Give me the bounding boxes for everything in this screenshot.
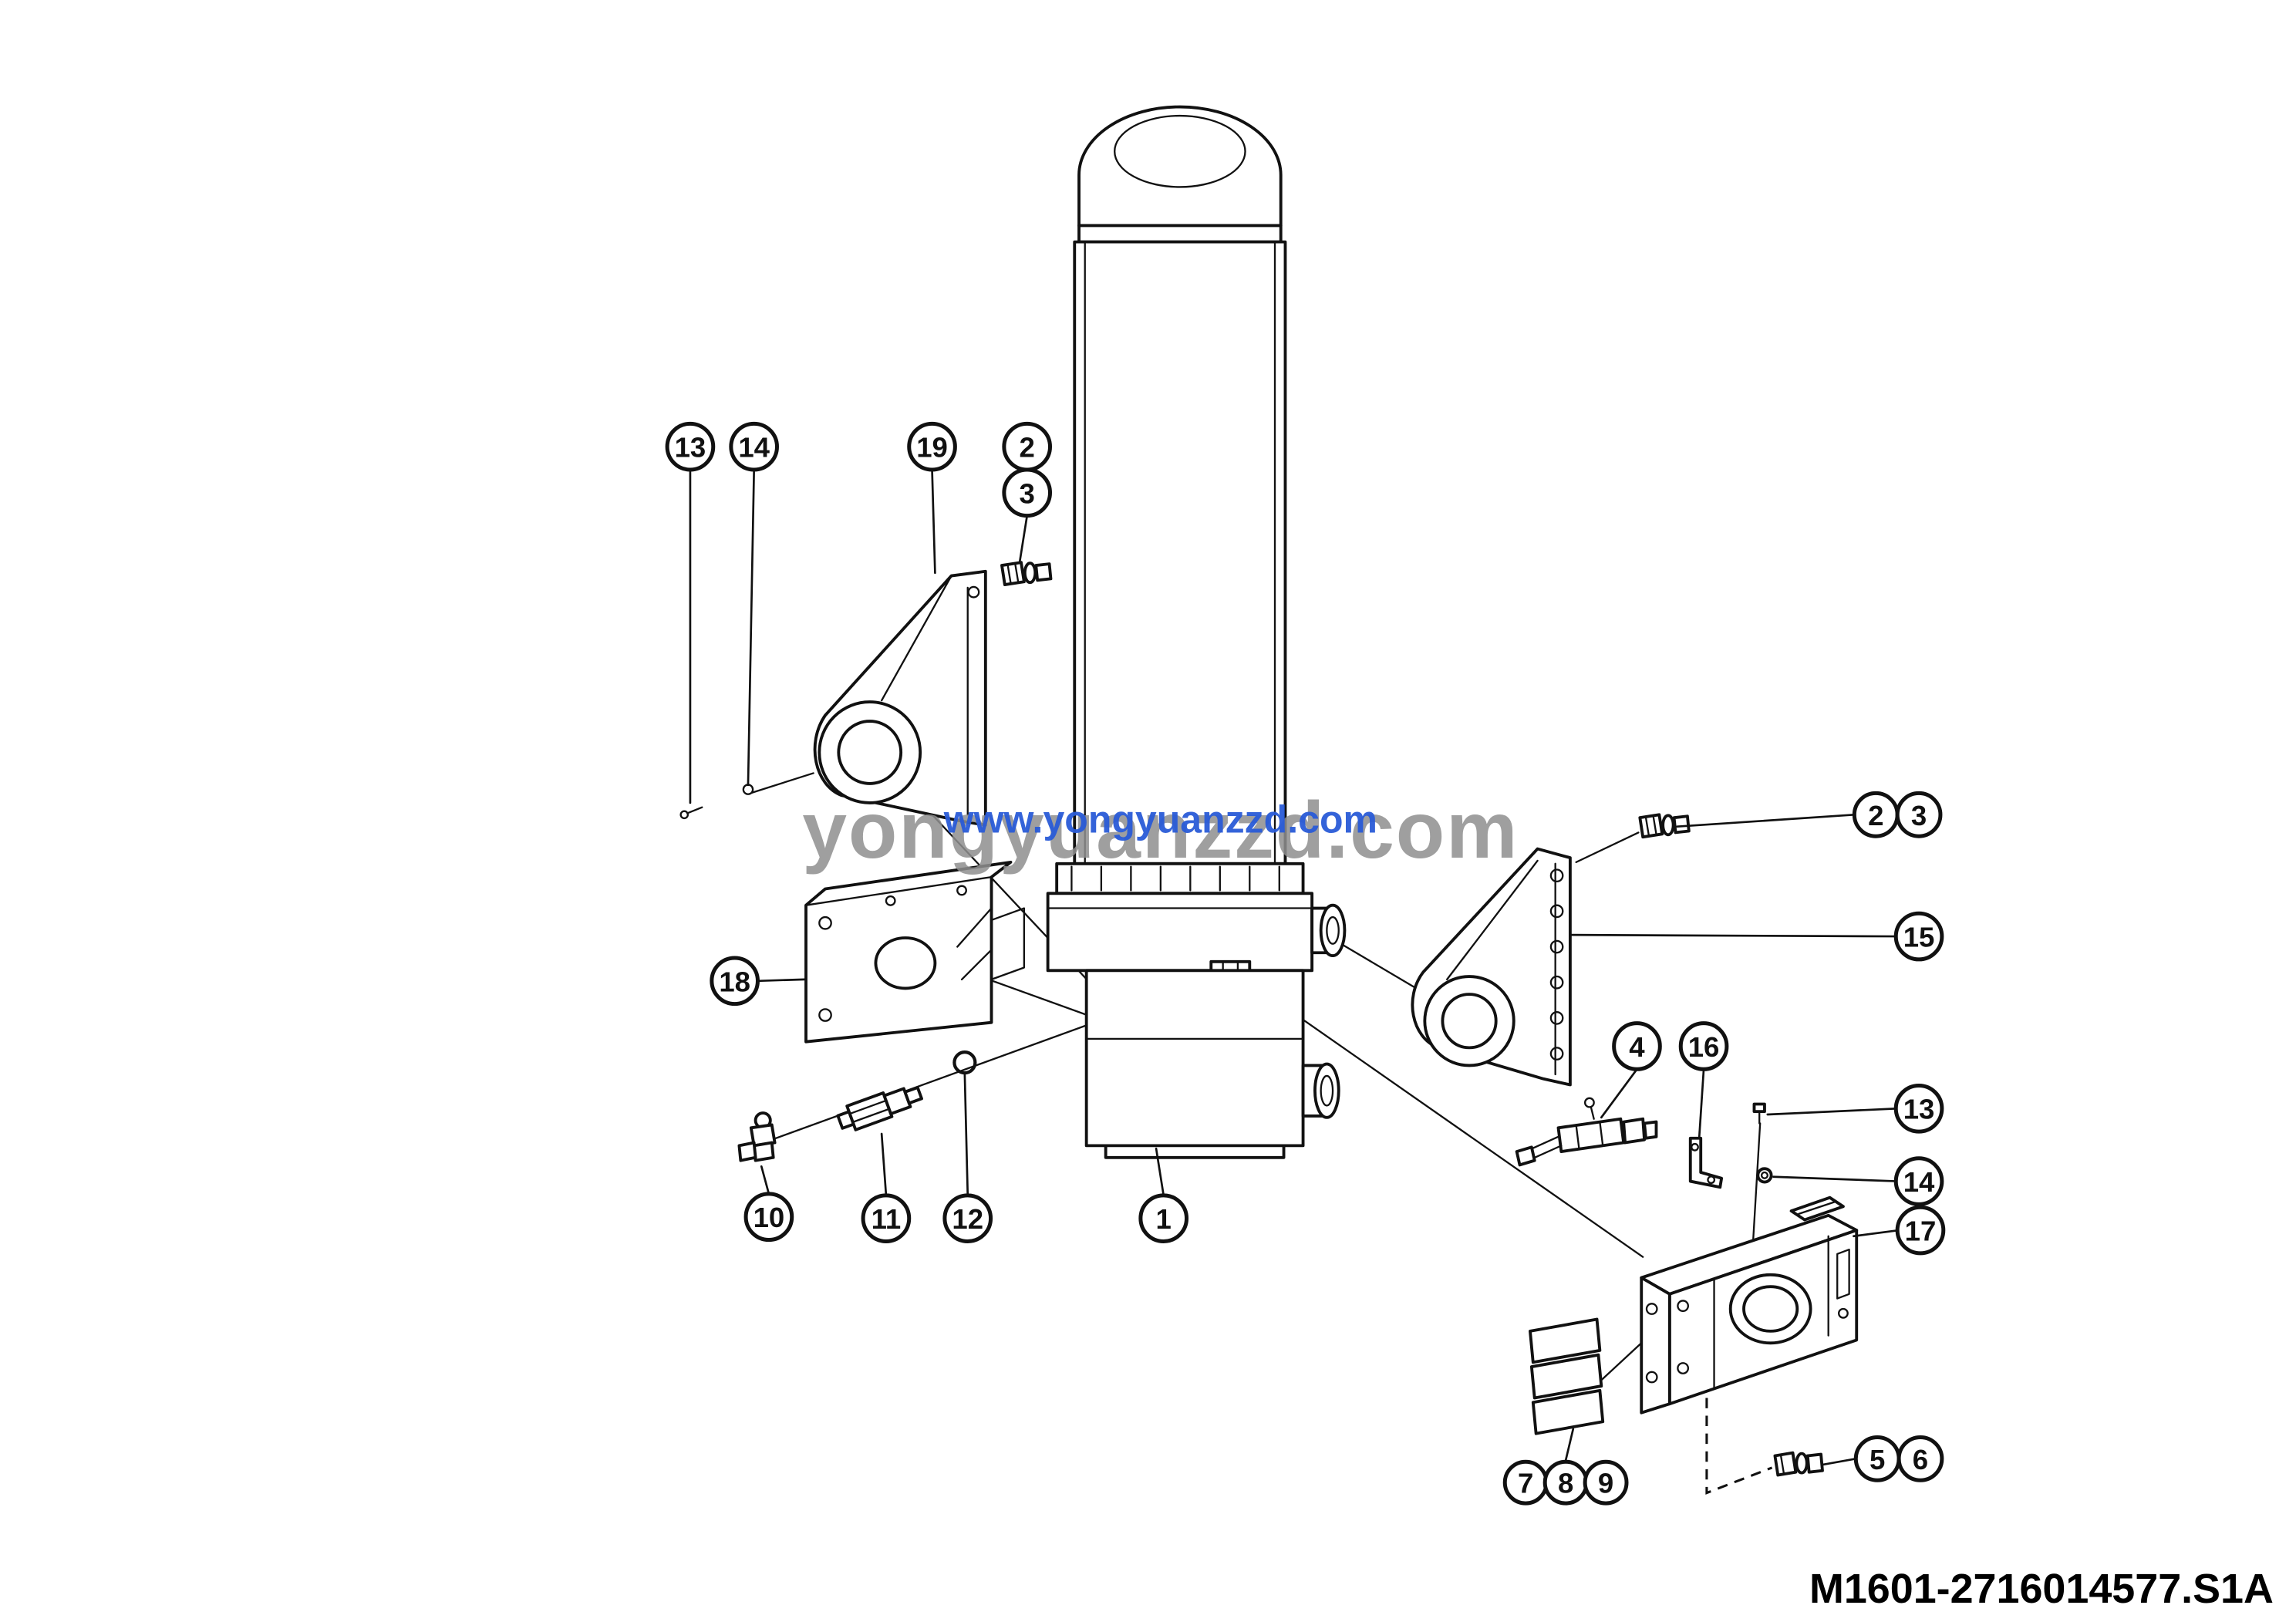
svg-text:14: 14 [738,432,770,464]
svg-text:8: 8 [1558,1468,1573,1499]
callout-6: 6 [1896,1435,1944,1482]
gland-ring [1055,862,1305,895]
svg-text:10: 10 [754,1202,785,1233]
bracket-16-strip [1688,1136,1724,1189]
callout-4: 4 [1612,1021,1662,1071]
svg-text:7: 7 [1518,1468,1533,1499]
bracket-top-tab [1789,1195,1845,1222]
straight-fitting [836,1086,923,1131]
watermark-large-text: yongyuanzzd.com [802,786,1519,875]
o-ring [952,1050,977,1075]
cylinder-tube [1073,240,1287,865]
svg-text:19: 19 [916,432,948,464]
svg-text:2: 2 [1020,432,1035,464]
svg-text:1: 1 [1156,1203,1172,1235]
bolt-set-bottom [1773,1451,1824,1477]
callout-5: 5 [1853,1435,1901,1482]
svg-text:13: 13 [1903,1094,1935,1125]
callout-11: 11 [861,1193,912,1243]
screw-14-right [1756,1167,1773,1184]
bracket-upper-left [813,569,987,827]
bracket-hole-row [1549,868,1564,1061]
callout-19: 19 [907,421,957,472]
cylinder-bottom-cap [1104,1144,1286,1159]
shim-plates [1529,1317,1605,1435]
callout-7: 7 [1502,1459,1549,1506]
mount-bracket-left [804,860,1025,1044]
drawing-number: M1601-2716014577.S1A [1809,1566,2274,1612]
leader-lines [689,468,1900,1466]
callout-balloons: 13 14 19 2 3 2 3 15 [665,421,1946,1506]
callout-12: 12 [942,1193,993,1243]
hydraulic-cylinder [1046,105,1347,1159]
screw-13-right [1752,1102,1766,1125]
callout-16: 16 [1678,1021,1729,1071]
callout-3-top: 3 [1002,467,1053,518]
cylinder-cap-band [1077,224,1283,244]
callout-13-topleft: 13 [665,421,716,472]
cylinder-dome-highlight [1114,114,1246,188]
svg-text:17: 17 [1905,1216,1937,1247]
svg-text:13: 13 [675,432,706,464]
valve-lever-end [1515,1145,1536,1167]
watermark-small-text: www.yongyuanzzd.com [943,798,1377,841]
svg-text:4: 4 [1629,1031,1645,1063]
svg-text:12: 12 [952,1203,983,1235]
callout-17: 17 [1895,1205,1946,1256]
lower-right-port [1301,1062,1340,1119]
callout-1: 1 [1138,1193,1189,1243]
screw-13-left [679,806,703,820]
svg-text:3: 3 [1911,800,1927,831]
upper-right-port [1310,903,1347,958]
callout-2-right: 2 [1852,791,1900,838]
screw-14-left [742,784,754,795]
valve-assembly [1515,1097,1658,1167]
callout-2-top: 2 [1002,421,1053,472]
svg-text:14: 14 [1903,1166,1935,1198]
svg-text:5: 5 [1870,1444,1885,1475]
svg-text:9: 9 [1598,1468,1613,1499]
bracket-bore [874,936,937,990]
callout-8: 8 [1542,1459,1589,1506]
callout-13-right: 13 [1893,1083,1944,1134]
svg-text:11: 11 [872,1203,902,1235]
callout-9: 9 [1583,1459,1629,1506]
callout-10: 10 [743,1192,794,1243]
mount-bracket-right [1640,1195,1859,1415]
bracket-left-face [1640,1276,1671,1415]
svg-text:16: 16 [1688,1031,1720,1063]
svg-text:2: 2 [1868,800,1883,831]
valve-pin [1583,1097,1595,1108]
bracket-upper-right [1411,847,1572,1087]
bracket-boss-bore [837,720,903,785]
callout-14-right: 14 [1893,1156,1944,1206]
svg-text:3: 3 [1020,477,1035,509]
elbow-fitting [737,1111,777,1162]
cylinder-head-block [1046,892,1314,973]
bracket-boss-bore [1441,993,1498,1050]
callout-3-right: 3 [1895,791,1943,838]
gland-bolts [1070,865,1280,892]
cylinder-lower-barrel [1084,969,1305,1148]
bolt-set-right [1638,813,1691,839]
callout-18: 18 [710,956,760,1007]
bolt-set-top [1000,561,1053,587]
svg-text:6: 6 [1913,1444,1928,1475]
svg-text:15: 15 [1903,922,1935,953]
watermark: yongyuanzzd.com www.yongyuanzzd.com [802,786,1519,875]
hidden-assembly-line [1705,1344,1773,1495]
callout-14-topleft: 14 [729,421,779,472]
cylinder-dome-cap [1077,105,1283,228]
svg-text:18: 18 [719,966,750,997]
bracket-ring-bore [1742,1285,1799,1333]
callout-15: 15 [1893,911,1944,962]
